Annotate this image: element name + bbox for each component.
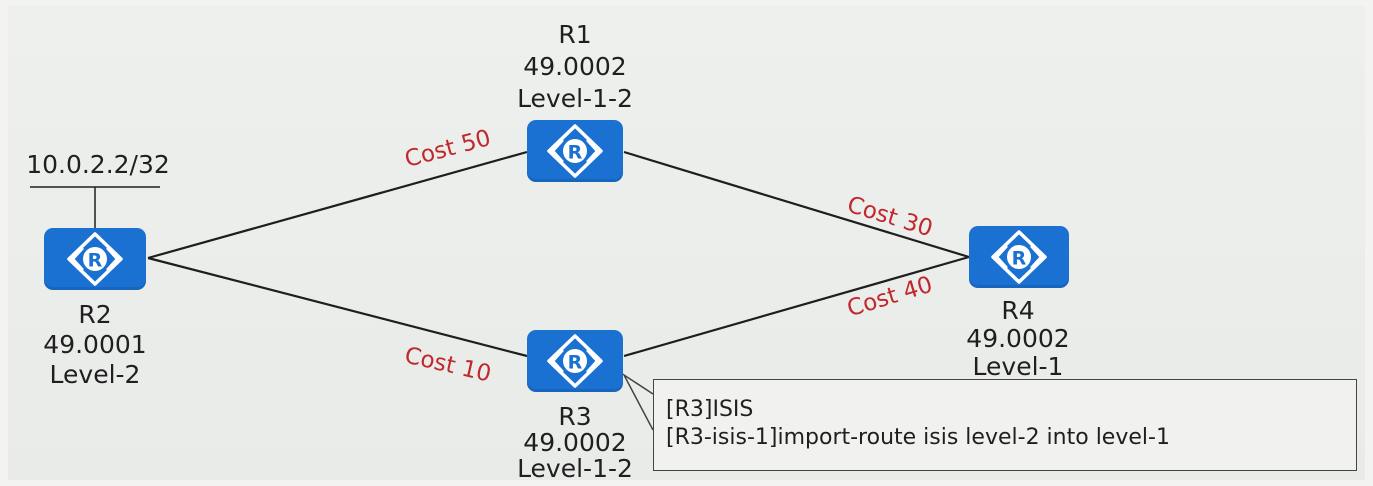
- r2-level: Level-2: [49, 360, 141, 389]
- r1-name: R1: [558, 20, 592, 49]
- r4-area: 49.0002: [966, 324, 1070, 353]
- r2-name: R2: [78, 300, 112, 329]
- command-callout: [R3]ISIS [R3-isis-1]import-route isis le…: [653, 379, 1357, 471]
- router-icon-letter: R: [1012, 248, 1027, 270]
- r2-area: 49.0001: [43, 330, 147, 359]
- router-r2[interactable]: R: [44, 228, 146, 290]
- link-r3-r4: [623, 255, 970, 358]
- link-r2-r3: [147, 256, 528, 358]
- command-line-1: [R3]ISIS: [666, 397, 754, 422]
- r4-name: R4: [1001, 296, 1035, 325]
- link-r1-r4: [623, 150, 970, 259]
- router-icon: R: [991, 230, 1047, 284]
- command-line-2: [R3-isis-1]import-route isis level-2 int…: [666, 425, 1170, 450]
- callout-pointer: [621, 372, 654, 431]
- r4-level: Level-1: [972, 352, 1064, 381]
- prefix-label: 10.0.2.2/32: [26, 150, 170, 179]
- router-icon-letter: R: [568, 352, 583, 374]
- router-r4[interactable]: R: [969, 226, 1069, 288]
- router-icon: R: [547, 334, 603, 388]
- router-r3[interactable]: R: [527, 330, 623, 392]
- link-r2-r1: [147, 150, 528, 260]
- r1-area: 49.0002: [523, 52, 627, 81]
- r3-level: Level-1-2: [517, 454, 633, 483]
- r3-name: R3: [558, 402, 592, 431]
- router-icon: R: [547, 124, 603, 178]
- r1-level: Level-1-2: [517, 84, 633, 113]
- r3-area: 49.0002: [523, 428, 627, 457]
- router-icon-letter: R: [568, 142, 583, 164]
- router-icon: R: [67, 232, 123, 286]
- router-icon-letter: R: [88, 250, 103, 272]
- router-r1[interactable]: R: [527, 120, 623, 182]
